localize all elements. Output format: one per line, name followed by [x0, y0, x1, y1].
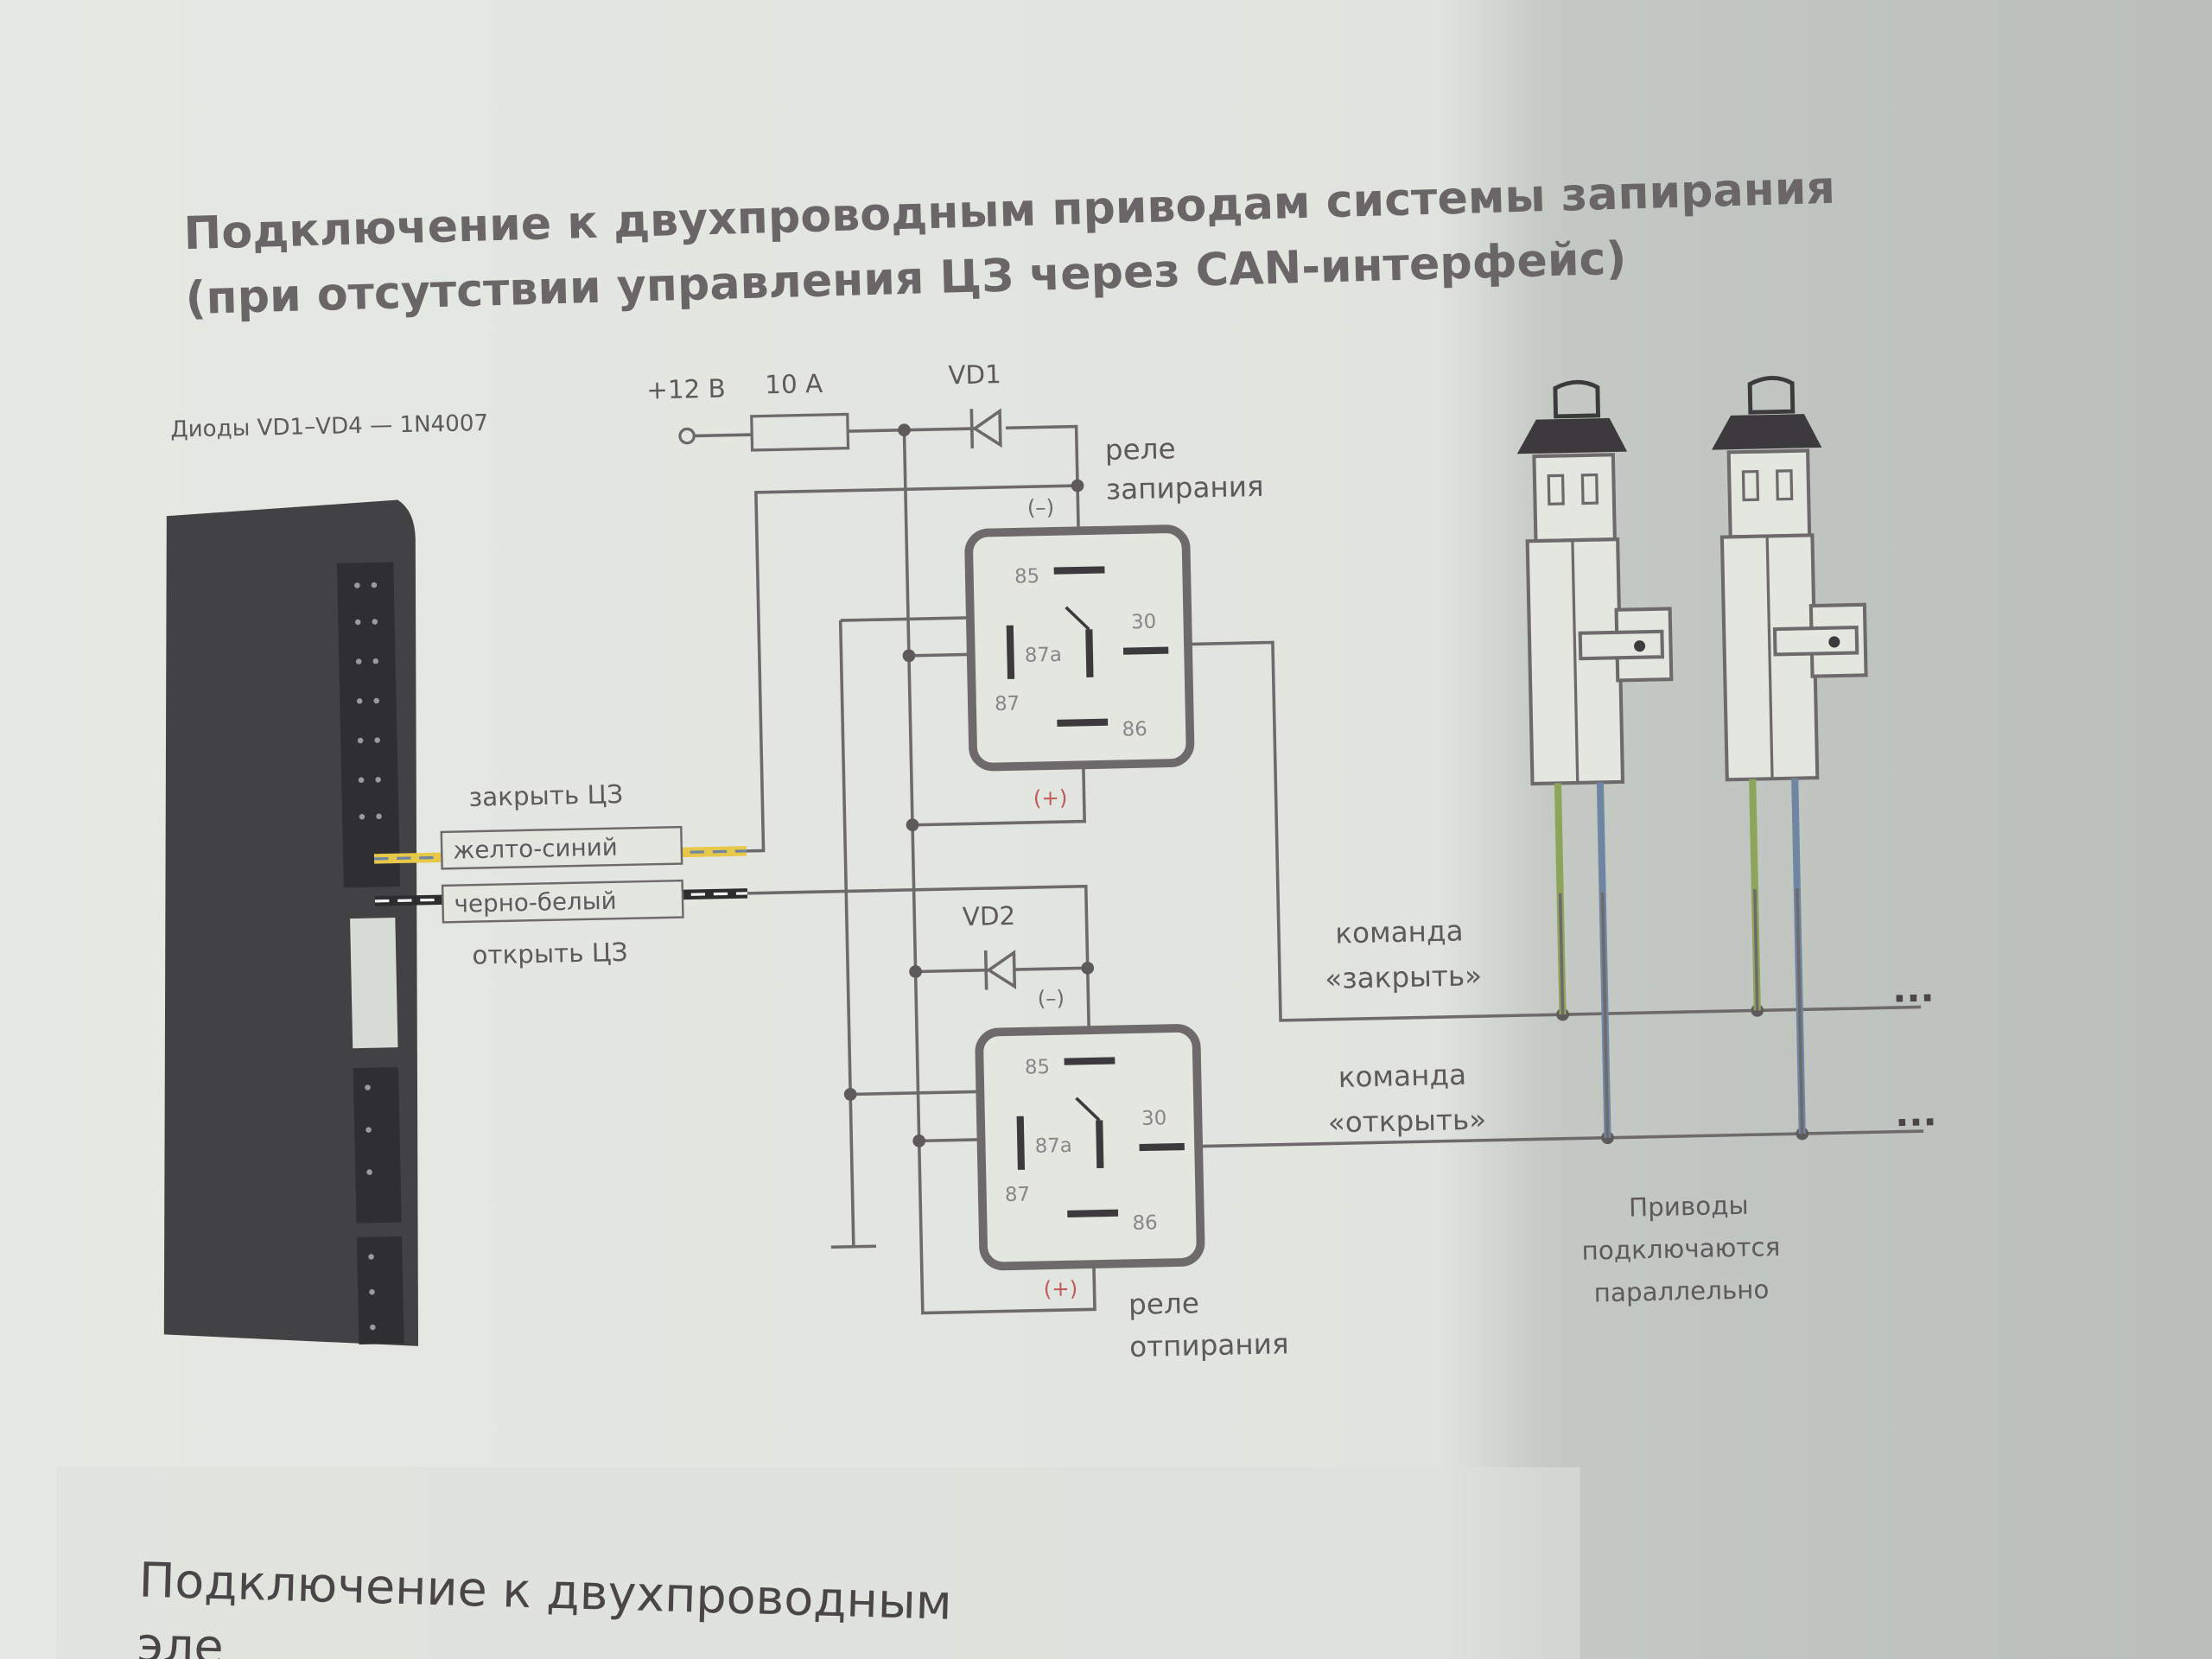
relay-lock-pin-30: 30 [1131, 611, 1157, 634]
relay-unlock-plus: (+) [1043, 1275, 1077, 1301]
actuators-note-3: параллельно [1593, 1274, 1769, 1307]
relay-lock-minus: (–) [1027, 494, 1054, 520]
relay-lock-label-2: запирания [1105, 470, 1264, 506]
relay-unlock-pin-87: 87 [1005, 1184, 1031, 1207]
vd1-label: VD1 [948, 359, 1001, 390]
diode-vd2-icon [983, 950, 1017, 990]
connector-2 [350, 917, 398, 1049]
relay-lock-pin-85: 85 [1014, 565, 1040, 588]
relay-unlock-body [975, 1024, 1205, 1271]
relay-unlock-pin-87a: 87a [1034, 1135, 1072, 1158]
diode-vd1-icon [969, 408, 1002, 448]
supply-label: +12 В [646, 374, 726, 405]
diagram: Диоды VD1–VD4 — 1N4007 [163, 359, 1937, 1363]
relay-lock-body [964, 524, 1195, 772]
connector-pins [354, 582, 382, 1331]
cmd-open-line-2: «открыть» [1327, 1103, 1486, 1140]
connector-4 [356, 1236, 404, 1345]
wire-open-color-box [441, 879, 684, 924]
connector-3 [353, 1067, 402, 1224]
wire-close-color-box [440, 825, 683, 870]
relay-unlock-label-2: отпирания [1129, 1327, 1289, 1363]
relay-lock-pin-87a: 87a [1025, 644, 1063, 667]
wire-open-color: черно-белый [454, 887, 617, 918]
relay-lock-plus: (+) [1033, 785, 1068, 810]
relay-unlock-pin-30: 30 [1141, 1107, 1167, 1130]
connector-1 [336, 562, 401, 888]
ellipsis-close: ... [1892, 969, 1935, 1012]
relay-unlock-pin-86: 86 [1132, 1211, 1158, 1235]
relay-lock-label-1: реле [1104, 432, 1176, 467]
relay-unlock-pin-85: 85 [1025, 1056, 1051, 1079]
actuator-2 [1712, 376, 1868, 1135]
actuators-note-1: Приводы [1629, 1191, 1749, 1223]
relay-lock-pin-86: 86 [1122, 718, 1147, 741]
vd2-label: VD2 [962, 901, 1015, 931]
actuators-note-2: подключаются [1581, 1232, 1780, 1266]
next-section-line-2: эле [137, 1618, 225, 1659]
relay-lock-pin-87: 87 [995, 692, 1020, 715]
ellipsis-open: ... [1895, 1092, 1937, 1135]
wire-open-function: открыть ЦЗ [472, 938, 628, 970]
relay-unlock-minus: (–) [1037, 985, 1065, 1011]
cmd-close-line-1: команда [1335, 914, 1464, 950]
relay-unlock: 85 87a 87 30 86 (–) (+) [975, 985, 1205, 1301]
actuator-1 [1516, 379, 1674, 1138]
fuse-label: 10 А [765, 369, 823, 399]
cmd-open-line-1: команда [1338, 1058, 1466, 1094]
relay-unlock-label-1: реле [1128, 1287, 1200, 1321]
wire-close-color: желто-синий [453, 833, 618, 865]
relay-lock: 85 87a 87 30 86 (–) (+) [964, 494, 1195, 810]
cmd-close-line-2: «закрыть» [1325, 959, 1483, 995]
junction-dots [843, 423, 1809, 1147]
wire-close-function: закрыть ЦЗ [468, 779, 623, 812]
alarm-module [163, 499, 419, 1346]
lower-paper-band [56, 1466, 1580, 1659]
